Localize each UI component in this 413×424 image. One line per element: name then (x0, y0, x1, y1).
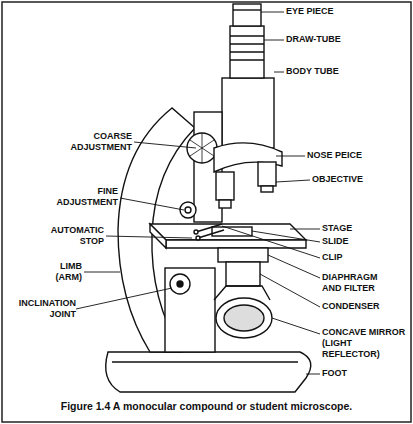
part-label: DIAPHRAGM AND FILTER (322, 272, 390, 294)
leader-line (274, 72, 284, 73)
mirror-glass (224, 305, 264, 331)
foot-edge (112, 361, 298, 362)
part-label: COARSE ADJUSTMENT (60, 131, 132, 153)
leader-line (106, 236, 192, 238)
leader-line (252, 231, 320, 242)
leader-line (272, 318, 320, 334)
part-label: SLIDE (322, 236, 402, 247)
figure-caption: Figure 1.4 A monocular compound or stude… (10, 400, 403, 412)
leader-line (120, 198, 184, 210)
part-label: STAGE (322, 223, 402, 234)
part-label: EYE PIECE (286, 6, 366, 17)
leader-line (84, 272, 120, 273)
draw-tube (230, 26, 264, 78)
diaphragm (218, 248, 268, 262)
objective-lens (258, 162, 276, 186)
stage-side (150, 224, 166, 248)
part-label: INCLINATION JOINT (4, 298, 76, 320)
part-label: CONDENSER (322, 301, 402, 312)
eye-piece (233, 4, 261, 26)
clip (196, 224, 224, 238)
part-label: CLIP (322, 252, 402, 263)
leader-line (222, 226, 320, 258)
part-label: AUTOMATIC STOP (40, 225, 104, 247)
leader-line (268, 255, 320, 278)
part-label: NOSE PEICE (307, 150, 397, 161)
leader-line (276, 180, 310, 182)
leader-line (290, 229, 320, 230)
part-label: DRAW-TUBE (286, 34, 366, 45)
foot-base (106, 352, 311, 392)
joint-pin (177, 281, 183, 287)
body-tube (222, 78, 274, 148)
part-label: CONCAVE MIRROR (LIGHT REFLECTOR) (322, 327, 410, 360)
microscope-body (106, 4, 311, 392)
eye-piece-rim (233, 9, 261, 10)
objective-tip (261, 186, 273, 192)
leader-line (264, 40, 284, 41)
draw-tube-marks (230, 36, 264, 60)
clip-screw (196, 236, 200, 240)
condenser (226, 262, 260, 286)
clip-screw (194, 230, 198, 234)
leader-line (134, 142, 196, 148)
objective-tip (219, 200, 231, 208)
leader-line (276, 156, 305, 157)
part-label: FINE ADJUSTMENT (48, 186, 118, 208)
part-label: BODY TUBE (286, 66, 366, 77)
objective-lens (216, 172, 234, 200)
part-label: FOOT (322, 368, 402, 379)
pillar (165, 268, 215, 352)
inclination-joint (170, 274, 190, 294)
fine-knob-center (185, 207, 191, 213)
leader-line (260, 274, 320, 307)
leader-line (76, 288, 172, 309)
concave-mirror (216, 298, 272, 338)
leader-line (261, 12, 284, 13)
leader-line (306, 374, 320, 375)
part-label: OBJECTIVE (312, 174, 402, 185)
part-label: LIMB (ARM) (46, 261, 82, 283)
